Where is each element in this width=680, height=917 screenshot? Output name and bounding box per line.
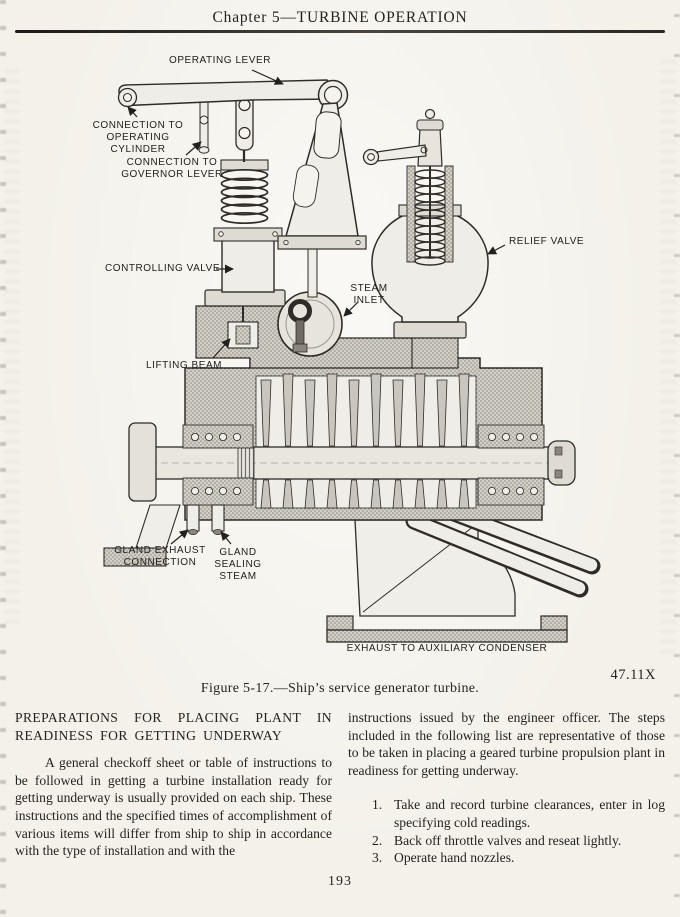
- leader-arrows: [127, 69, 506, 545]
- gland-bearing-housings: [182, 424, 545, 506]
- label-connection-governor-lever: CONNECTION TO GOVERNOR LEVER: [121, 157, 223, 180]
- list-item-number: 3.: [372, 850, 383, 866]
- scan-artifact-left-edge: [0, 0, 6, 917]
- steam-chest: [195, 227, 415, 369]
- valve-spring: [220, 168, 269, 225]
- controlling-valve-body: [221, 239, 275, 293]
- steam-inlet-flange: [277, 291, 343, 357]
- operating-lever-bar: [118, 79, 335, 107]
- page-number: 193: [328, 874, 352, 889]
- list-item-text: Operate hand nozzles.: [394, 850, 515, 866]
- labyrinth-seal: [237, 446, 255, 480]
- section-heading-line1: PREPARATIONS FOR PLACING PLANT IN: [15, 710, 332, 725]
- checkoff-list: 1. Take and record turbine clearances, e…: [348, 796, 665, 866]
- list-item-number: 2.: [372, 832, 383, 848]
- scan-bleedthrough-left: [5, 70, 19, 630]
- left-paragraph: A general checkoff sheet or table of ins…: [15, 755, 332, 859]
- turbine-casing: [128, 357, 576, 535]
- list-item-text: Back off throttle valves and reseat ligh…: [394, 832, 622, 848]
- valve-spring-lever: [117, 79, 367, 250]
- label-relief-valve: RELIEF VALVE: [509, 236, 585, 247]
- section-heading: PREPARATIONS FOR PLACING PLANT IN READIN…: [15, 709, 332, 744]
- relief-valve-assembly: [362, 108, 489, 369]
- body-text: PREPARATIONS FOR PLACING PLANT IN READIN…: [15, 709, 665, 867]
- list-item-number: 1.: [372, 797, 383, 813]
- blade-rows: [260, 373, 470, 509]
- label-connection-operating-cylinder: CONNECTION TO OPERATING CYLINDER: [92, 120, 184, 155]
- chapter-header: Chapter 5—TURBINE OPERATION: [212, 9, 468, 26]
- list-item: 3. Operate hand nozzles.: [348, 849, 665, 867]
- section-heading-line2: READINESS FOR GETTING UNDERWAY: [15, 727, 283, 743]
- list-item: 1. Take and record turbine clearances, e…: [348, 796, 665, 831]
- left-column: PREPARATIONS FOR PLACING PLANT IN READIN…: [15, 709, 332, 867]
- label-exhaust-to-auxiliary-condenser: EXHAUST TO AUXILIARY CONDENSER: [346, 643, 548, 654]
- right-paragraph: instructions issued by the engineer offi…: [348, 710, 665, 778]
- coupling-flange: [128, 422, 157, 502]
- list-item-text: Take and record turbine clearances, ente…: [394, 797, 665, 830]
- label-lifting-beam: LIFTING BEAM: [146, 360, 223, 371]
- list-item: 2. Back off throttle valves and reseat l…: [348, 832, 665, 850]
- label-gland-exhaust-connection: GLAND EXHAUST CONNECTION: [114, 545, 206, 568]
- figure-credit: 47.11X: [610, 667, 656, 683]
- label-gland-sealing-steam: GLAND SEALING STEAM: [214, 547, 262, 582]
- scan-artifact-right-edge: [674, 0, 680, 917]
- right-column: instructions issued by the engineer offi…: [348, 709, 665, 867]
- scan-bleedthrough-right: [661, 60, 675, 660]
- relief-spring: [414, 169, 446, 266]
- label-controlling-valve: CONTROLLING VALVE: [105, 263, 221, 274]
- figure-caption: Figure 5-17.—Ship’s service generator tu…: [200, 681, 480, 696]
- header-rule: [15, 30, 665, 33]
- label-operating-lever: OPERATING LEVER: [169, 55, 271, 66]
- label-steam-inlet: STEAM INLET: [350, 283, 388, 306]
